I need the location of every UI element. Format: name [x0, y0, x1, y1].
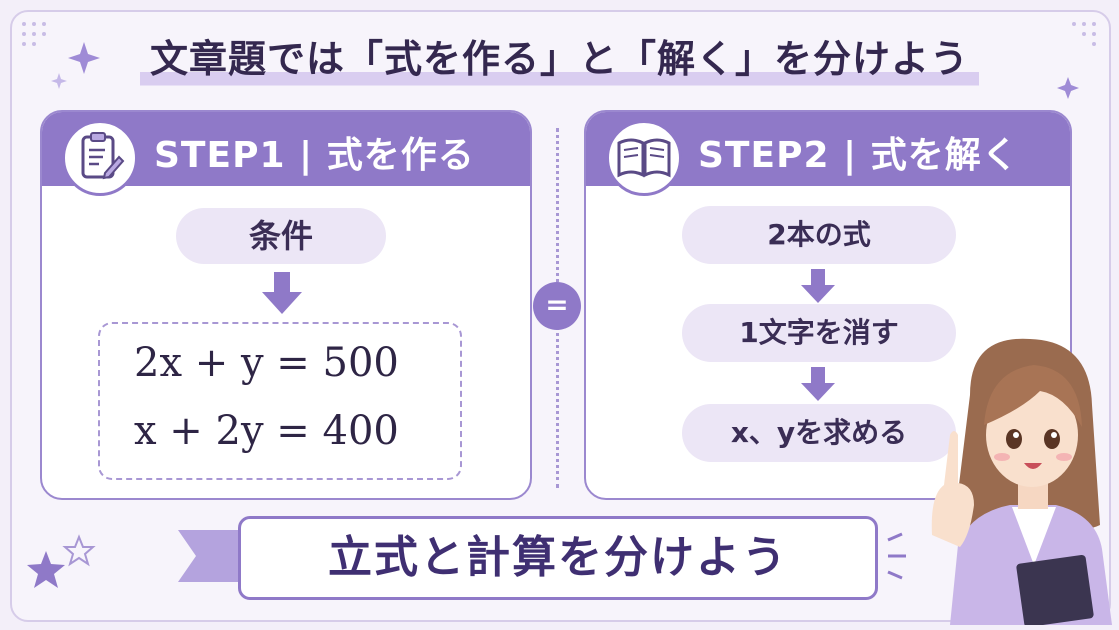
- step1-header: STEP1 | 式を作る: [42, 112, 530, 196]
- sparkle-icon: [68, 42, 100, 74]
- dot-grid-decoration-right: [1072, 22, 1096, 46]
- star-icon: [27, 551, 65, 588]
- dot-grid-decoration: [22, 22, 46, 46]
- step2-title: STEP2 | 式を解く: [698, 135, 1019, 176]
- step2-header: STEP2 | 式を解く: [586, 112, 1070, 196]
- sparkle-icon-small: [51, 73, 67, 89]
- emphasis-lines-decoration: [887, 532, 906, 580]
- open-book-icon: [606, 120, 682, 196]
- down-arrow-icon: [801, 367, 835, 401]
- step2-pill-2: 1文字を消す: [682, 304, 956, 362]
- step1-panel: STEP1 | 式を作る 条件 2x + y = 500 x + 2y = 40…: [40, 110, 532, 500]
- step2-pill-3: x、yを求める: [682, 404, 956, 462]
- page-title: 文章題では「式を作る」と「解く」を分けよう: [139, 28, 979, 89]
- bottom-banner: 立式と計算を分けよう: [238, 516, 878, 600]
- condition-pill: 条件: [176, 208, 386, 264]
- bottom-banner-text: 立式と計算を分けよう: [328, 532, 788, 583]
- ribbon-tail-decoration: [178, 530, 244, 582]
- teacher-character-illustration: [931, 338, 1112, 625]
- down-arrow-icon: [262, 272, 302, 314]
- equation-2: x + 2y = 400: [134, 408, 399, 454]
- down-arrow-icon: [801, 269, 835, 303]
- equation-1: 2x + y = 500: [134, 340, 399, 386]
- step2-pill-1: 2本の式: [682, 206, 956, 264]
- clipboard-pencil-icon: [62, 120, 138, 196]
- equation-box: [98, 322, 462, 480]
- sparkle-icon-right: [1057, 77, 1079, 99]
- step1-title: STEP1 | 式を作る: [154, 135, 475, 176]
- star-outline-icon: [62, 534, 96, 567]
- equals-badge: =: [533, 282, 581, 330]
